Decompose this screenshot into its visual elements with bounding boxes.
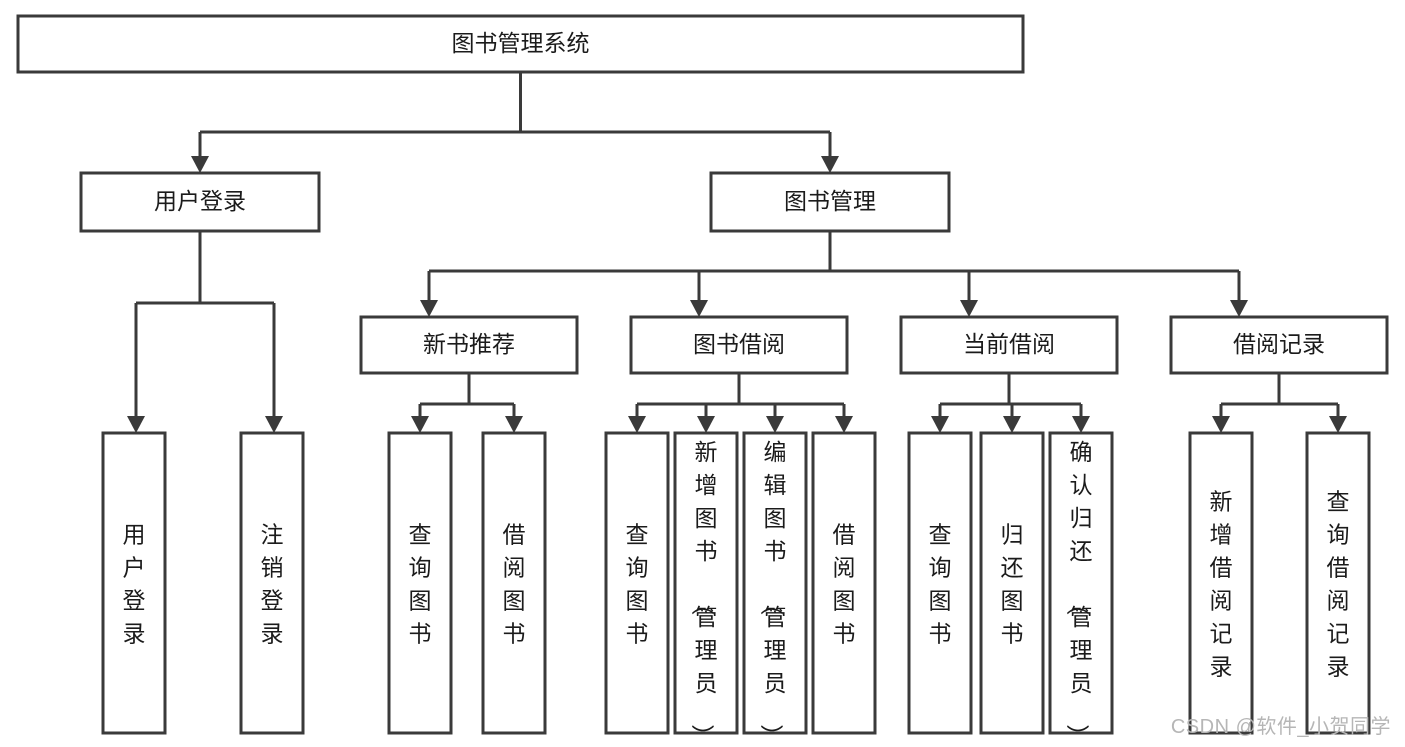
node-leaf-confirm-return[interactable]: 确认归还（管理员） — [1048, 431, 1114, 747]
arrow-head — [411, 416, 429, 433]
arrow-head — [697, 416, 715, 433]
connector-group-current-borrow — [931, 373, 1090, 433]
arrow-head — [690, 300, 708, 317]
node-box — [742, 431, 808, 735]
node-label: 确认归还（管理员） — [1065, 439, 1093, 747]
node-leaf-edit-book[interactable]: 编辑图书（管理员） — [742, 431, 808, 747]
arrow-head — [127, 416, 145, 433]
node-leaf-borrow-book-1[interactable]: 借阅图书 — [481, 431, 547, 735]
node-box — [811, 431, 877, 735]
node-label: 查询图书 — [929, 522, 952, 647]
node-leaf-query-book-2[interactable]: 查询图书 — [604, 431, 670, 735]
node-box — [604, 431, 670, 735]
connector-group-user-login — [127, 231, 283, 433]
node-label: 当前借阅 — [963, 331, 1055, 357]
node-label: 新增借阅记录 — [1210, 489, 1233, 680]
node-label: 新书推荐 — [423, 331, 515, 357]
node-leaf-add-book[interactable]: 新增图书（管理员） — [673, 431, 739, 747]
node-current-borrow[interactable]: 当前借阅 — [899, 315, 1119, 375]
node-box — [907, 431, 973, 735]
node-borrow-record[interactable]: 借阅记录 — [1169, 315, 1389, 375]
node-label: 新增图书（管理员） — [690, 439, 718, 747]
node-leaf-add-record[interactable]: 新增借阅记录 — [1188, 431, 1254, 735]
node-leaf-logout[interactable]: 注销登录 — [239, 431, 305, 735]
node-box — [629, 315, 849, 375]
node-new-book-rec[interactable]: 新书推荐 — [359, 315, 579, 375]
connector-group-root — [191, 72, 839, 173]
node-box — [387, 431, 453, 735]
node-box — [16, 14, 1025, 74]
arrow-head — [628, 416, 646, 433]
node-box — [359, 315, 579, 375]
arrow-head — [505, 416, 523, 433]
node-label: 图书借阅 — [693, 331, 785, 357]
arrow-head — [420, 300, 438, 317]
nodes-layer: 图书管理系统用户登录图书管理新书推荐图书借阅当前借阅借阅记录用户登录注销登录查询… — [16, 14, 1389, 747]
node-box — [101, 431, 167, 735]
node-label: 借阅记录 — [1233, 331, 1325, 357]
node-label: 借阅图书 — [833, 522, 856, 647]
node-book-manage[interactable]: 图书管理 — [709, 171, 951, 233]
node-box — [1188, 431, 1254, 735]
node-label: 查询图书 — [409, 522, 432, 647]
node-book-borrow[interactable]: 图书借阅 — [629, 315, 849, 375]
node-label: 图书管理 — [784, 188, 876, 214]
connectors-layer — [127, 72, 1347, 433]
connector-group-new-book-rec — [411, 373, 523, 433]
node-label: 归还图书 — [1001, 522, 1024, 647]
arrow-head — [1230, 300, 1248, 317]
node-box — [899, 315, 1119, 375]
arrow-head — [1003, 416, 1021, 433]
arrow-head — [1329, 416, 1347, 433]
node-label: 查询图书 — [626, 522, 649, 647]
arrow-head — [960, 300, 978, 317]
node-user-login[interactable]: 用户登录 — [79, 171, 321, 233]
node-label: 注销登录 — [261, 522, 284, 647]
node-box — [1305, 431, 1371, 735]
connector-group-book-manage — [420, 231, 1248, 317]
node-label: 用户登录 — [154, 188, 246, 214]
node-label: 查询借阅记录 — [1327, 489, 1350, 680]
node-leaf-query-book-1[interactable]: 查询图书 — [387, 431, 453, 735]
node-box — [709, 171, 951, 233]
arrow-head — [1212, 416, 1230, 433]
node-box — [673, 431, 739, 735]
node-root[interactable]: 图书管理系统 — [16, 14, 1025, 74]
node-leaf-borrow-book-2[interactable]: 借阅图书 — [811, 431, 877, 735]
node-box — [239, 431, 305, 735]
arrow-head — [931, 416, 949, 433]
arrow-head — [265, 416, 283, 433]
node-leaf-return-book[interactable]: 归还图书 — [979, 431, 1045, 735]
connector-group-book-borrow — [628, 373, 853, 433]
node-leaf-user-login[interactable]: 用户登录 — [101, 431, 167, 735]
node-label: 借阅图书 — [503, 522, 526, 647]
arrow-head — [1072, 416, 1090, 433]
arrow-head — [835, 416, 853, 433]
node-leaf-query-book-3[interactable]: 查询图书 — [907, 431, 973, 735]
arrow-head — [766, 416, 784, 433]
node-box — [481, 431, 547, 735]
node-label: 编辑图书（管理员） — [759, 439, 787, 747]
node-label: 图书管理系统 — [452, 30, 590, 56]
node-box — [979, 431, 1045, 735]
node-box — [1169, 315, 1389, 375]
node-box — [79, 171, 321, 233]
connector-group-borrow-record — [1212, 373, 1347, 433]
watermark-text: CSDN @软件_小贺同学 — [1170, 716, 1391, 738]
arrow-head — [191, 156, 209, 173]
arrow-head — [821, 156, 839, 173]
node-label: 用户登录 — [123, 522, 146, 647]
node-leaf-query-record[interactable]: 查询借阅记录 — [1305, 431, 1371, 735]
node-box — [1048, 431, 1114, 735]
